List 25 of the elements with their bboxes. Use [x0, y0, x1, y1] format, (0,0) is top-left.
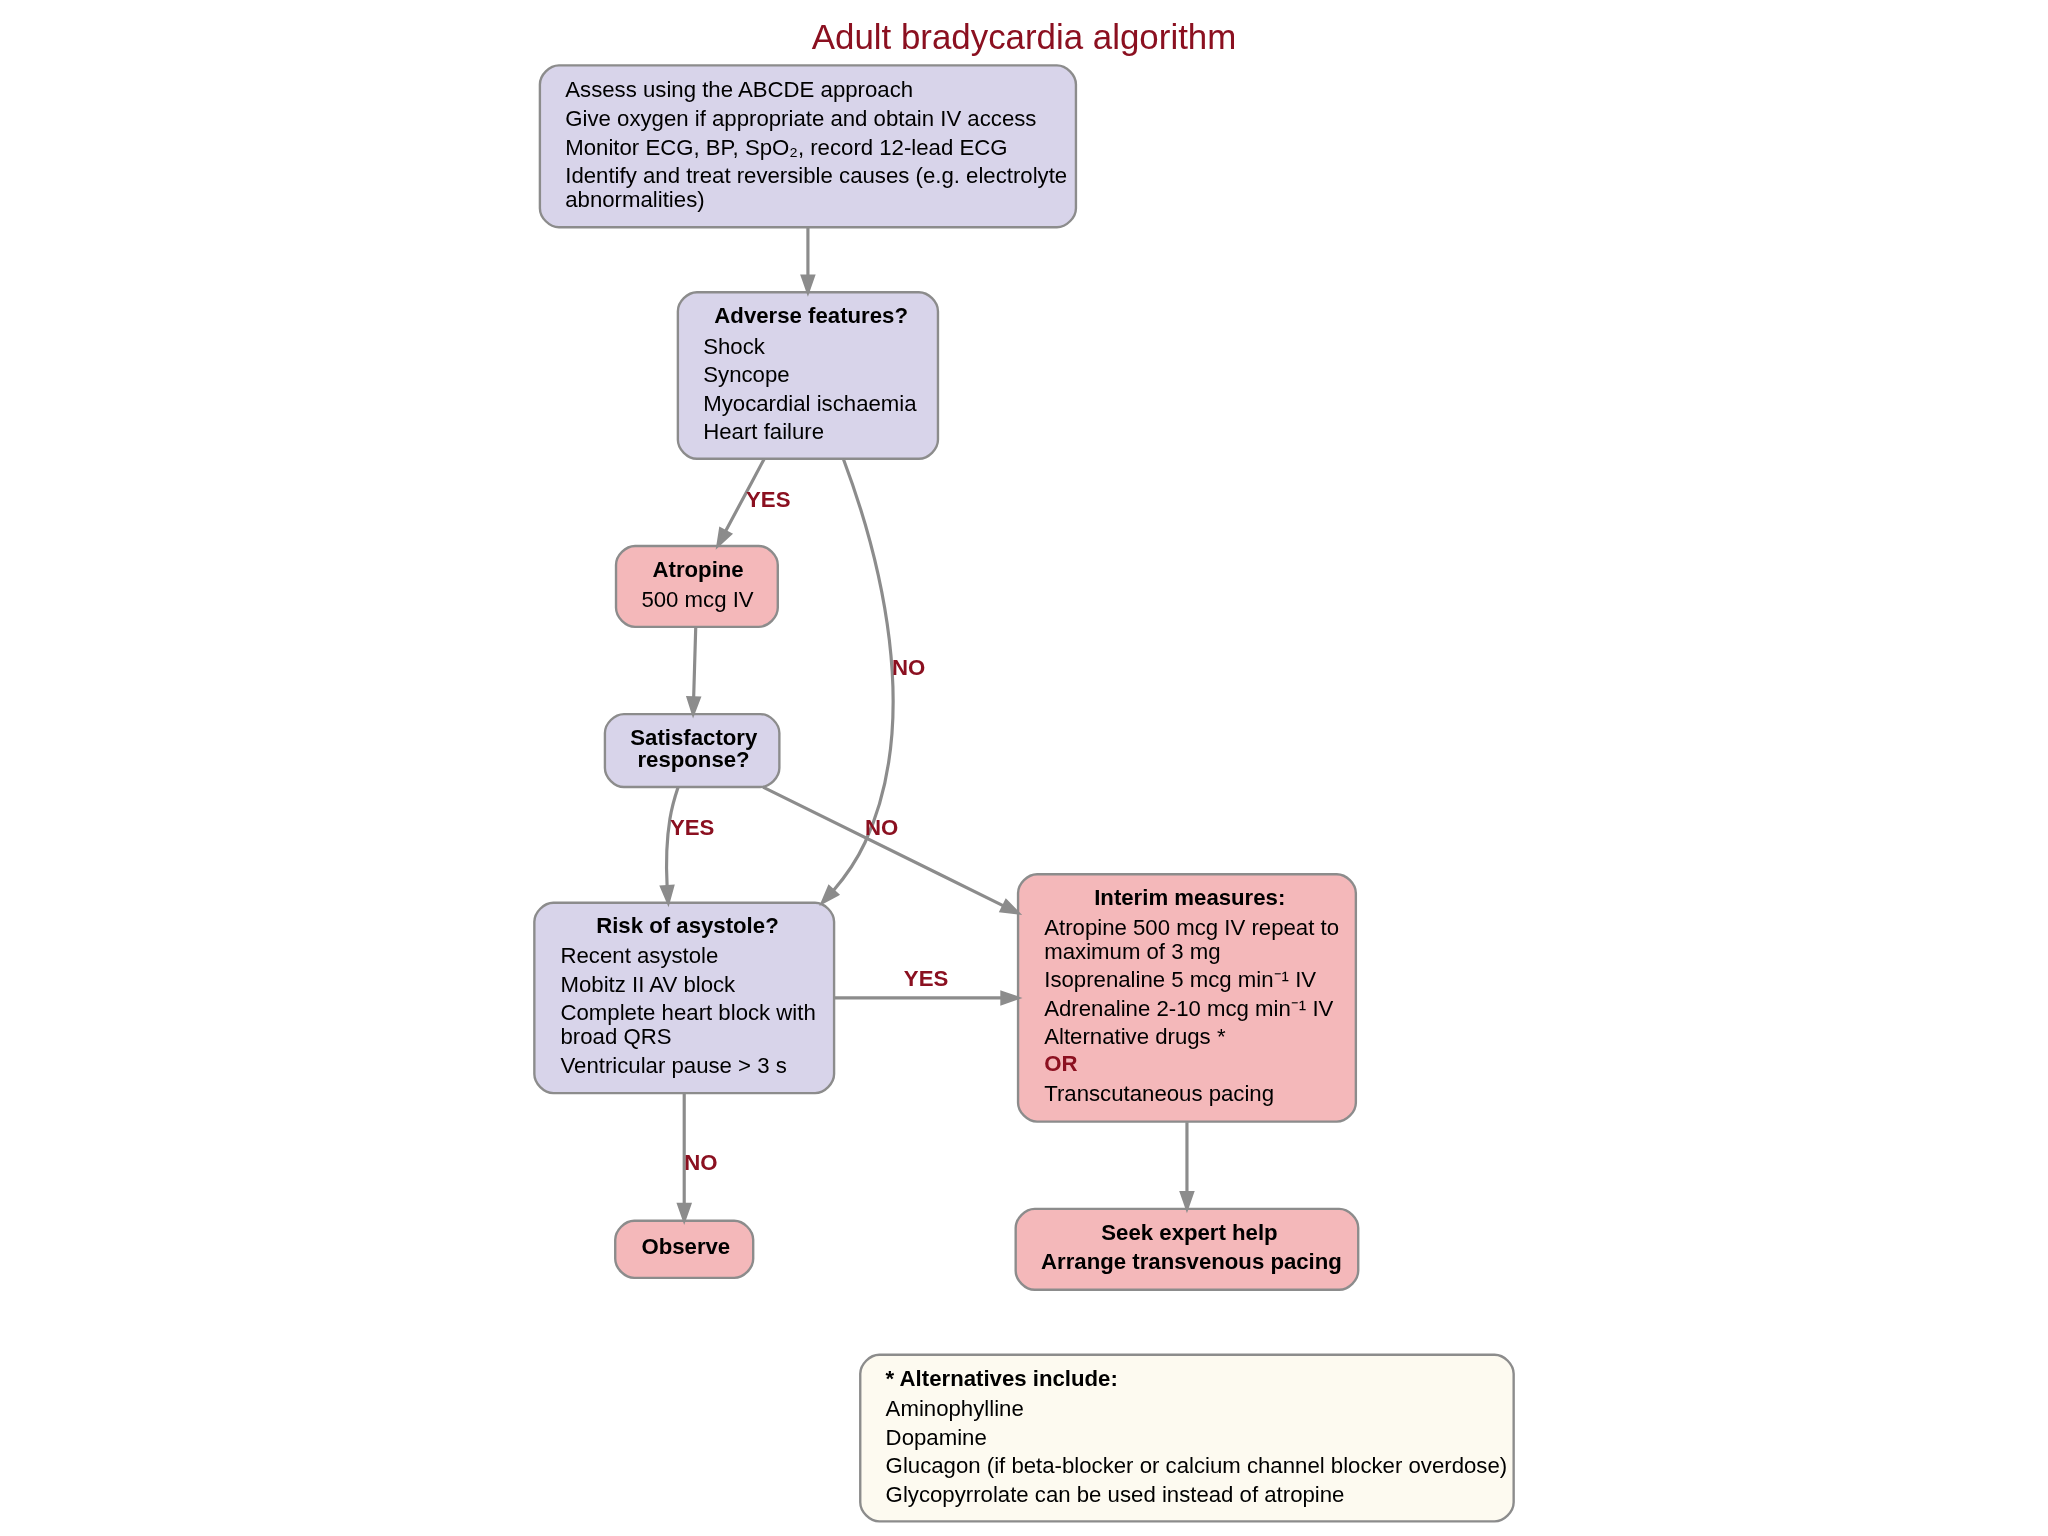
node-box: Observe — [614, 1219, 755, 1280]
node-box: Adverse features? Shock Syncope Myocardial ischaemia Heart failure — [676, 291, 940, 460]
arrow — [762, 785, 1023, 916]
edge-label: YES — [669, 814, 715, 840]
arrow — [1179, 1122, 1195, 1214]
node-box: Seek expert help Arrange transvenous pacing — [1014, 1207, 1360, 1291]
diagram-title: Adult bradycardia algorithm — [811, 16, 1237, 56]
edge-label: YES — [746, 486, 791, 512]
arrow — [819, 458, 895, 907]
edge-label: YES — [903, 965, 949, 991]
edge-label: NO — [891, 654, 926, 680]
arrow — [715, 458, 766, 550]
node-box: Atropine 500 mcg IV — [614, 544, 779, 629]
edge-label: NO — [865, 814, 899, 840]
arrow — [676, 1093, 692, 1226]
arrow — [659, 787, 680, 908]
node-box: Assess using the ABCDE approach Give oxygen if appropriate and obtain IV access Monitor ECG, BP, SpO₂, record 12-lead ECG Identify and treat reversible causes (e.g. electrolyte abnormalities) — [538, 64, 1078, 229]
edge-label: NO — [684, 1149, 718, 1175]
arrow — [834, 990, 1023, 1006]
node-box: Risk of asystole? Recent asystole Mobitz II AV block Complete heart block with broad QRS Ventricular pause > 3 s — [533, 901, 836, 1095]
arrow — [685, 626, 702, 719]
node-box: Interim measures: Atropine 500 mcg IV repeat to maximum of 3 mg Isoprenaline 5 mcg min⁻¹ IV Adrenaline 2-10 mcg min⁻¹ IV Alternative drugs * OR Transcutaneous pacing — [1016, 873, 1358, 1123]
node-box: Satisfactory response? — [603, 712, 781, 789]
arrow — [800, 227, 816, 297]
node-box: * Alternatives include: Aminophylline Dopamine Glucagon (if beta-blocker or calcium channel blocker overdose) Glycopyrrolate can be used instead of atropine — [859, 1353, 1515, 1523]
